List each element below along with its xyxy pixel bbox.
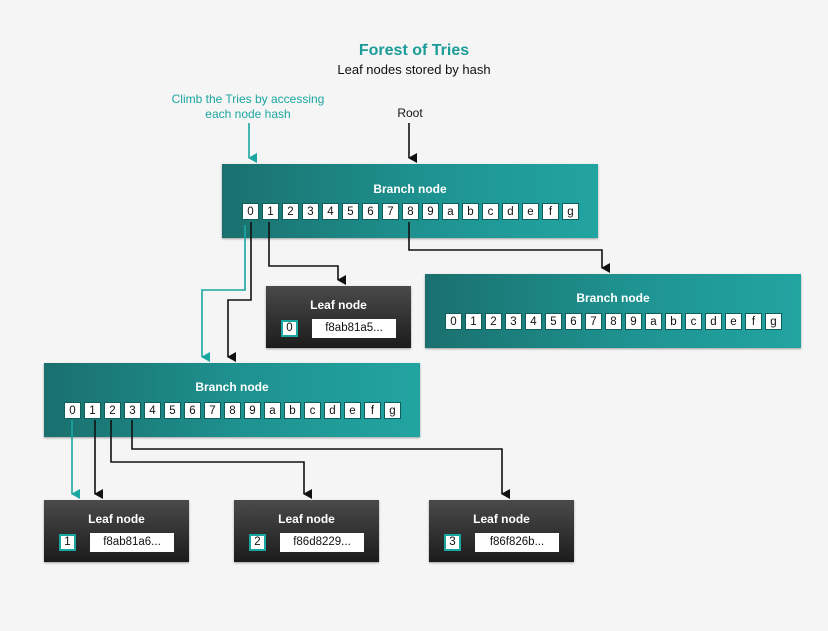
- leaf-node-hash: f86f826b...: [475, 533, 559, 552]
- branch-cell-0: 0: [445, 313, 462, 330]
- root-annotation: Root: [397, 106, 423, 120]
- branch-cell-7: 7: [382, 203, 399, 220]
- leaf-node-2: Leaf node 2 f86d8229...: [234, 500, 379, 562]
- branch-cell-0: 0: [64, 402, 81, 419]
- edge-top-8-to-right-branch: [408, 222, 610, 273]
- leaf-node-key: 2: [249, 534, 266, 551]
- branch-cell-9: 9: [422, 203, 439, 220]
- leaf-node-title: Leaf node: [278, 512, 335, 526]
- branch-cell-f: f: [542, 203, 559, 220]
- branch-cell-e: e: [522, 203, 539, 220]
- branch-cell-1: 1: [262, 203, 279, 220]
- branch-cell-a: a: [442, 203, 459, 220]
- branch-cell-9: 9: [625, 313, 642, 330]
- diagram-subtitle: Leaf nodes stored by hash: [337, 62, 491, 77]
- branch-cell-a: a: [645, 313, 662, 330]
- branch-cell-8: 8: [605, 313, 622, 330]
- leaf-node-title: Leaf node: [310, 298, 367, 312]
- leaf-node-key: 1: [59, 534, 76, 551]
- branch-cell-e: e: [725, 313, 742, 330]
- branch-cell-5: 5: [342, 203, 359, 220]
- branch-cell-c: c: [304, 402, 321, 419]
- edge-top-1-to-leaf-0: [268, 222, 346, 285]
- leaf-node-hash: f8ab81a6...: [90, 533, 174, 552]
- branch-cell-4: 4: [525, 313, 542, 330]
- branch-cell-a: a: [264, 402, 281, 419]
- branch-cell-5: 5: [164, 402, 181, 419]
- edge-left-3-to-leaf-3: [131, 420, 510, 499]
- branch-cell-b: b: [284, 402, 301, 419]
- branch-node-title: Branch node: [373, 182, 447, 196]
- branch-cell-4: 4: [322, 203, 339, 220]
- branch-cell-4: 4: [144, 402, 161, 419]
- branch-cell-f: f: [364, 402, 381, 419]
- leaf-node-title: Leaf node: [88, 512, 145, 526]
- branch-cell-6: 6: [184, 402, 201, 419]
- branch-cell-6: 6: [362, 203, 379, 220]
- branch-cell-g: g: [562, 203, 579, 220]
- leaf-node-hash: f86d8229...: [280, 533, 364, 552]
- branch-cell-2: 2: [485, 313, 502, 330]
- leaf-node-key: 3: [444, 534, 461, 551]
- leaf-node-3: Leaf node 3 f86f826b...: [429, 500, 574, 562]
- leaf-node-0: Leaf node 0 f8ab81a5...: [266, 286, 411, 348]
- branch-cell-e: e: [344, 402, 361, 419]
- branch-cell-2: 2: [104, 402, 121, 419]
- climb-path-1: [201, 225, 246, 362]
- branch-cell-g: g: [765, 313, 782, 330]
- branch-cell-1: 1: [465, 313, 482, 330]
- branch-cell-3: 3: [505, 313, 522, 330]
- branch-node-title: Branch node: [576, 291, 650, 305]
- branch-cell-9: 9: [244, 402, 261, 419]
- branch-cell-6: 6: [565, 313, 582, 330]
- branch-cell-c: c: [685, 313, 702, 330]
- leaf-node-title: Leaf node: [473, 512, 530, 526]
- leaf-node-key: 0: [281, 320, 298, 337]
- branch-cell-3: 3: [124, 402, 141, 419]
- branch-cell-d: d: [705, 313, 722, 330]
- branch-cell-0: 0: [242, 203, 259, 220]
- branch-cell-7: 7: [204, 402, 221, 419]
- branch-cell-b: b: [462, 203, 479, 220]
- climb-annotation: Climb the Tries by accessing each node h…: [171, 92, 325, 121]
- branch-cell-f: f: [745, 313, 762, 330]
- branch-cell-d: d: [502, 203, 519, 220]
- diagram-title: Forest of Tries: [358, 42, 470, 59]
- branch-cell-8: 8: [224, 402, 241, 419]
- branch-cell-g: g: [384, 402, 401, 419]
- branch-cell-b: b: [665, 313, 682, 330]
- edge-top-0-to-left-branch: [227, 222, 252, 362]
- leaf-node-1: Leaf node 1 f8ab81a6...: [44, 500, 189, 562]
- edge-left-2-to-leaf-2: [110, 420, 312, 499]
- branch-cell-3: 3: [302, 203, 319, 220]
- branch-cell-1: 1: [84, 402, 101, 419]
- branch-cell-c: c: [482, 203, 499, 220]
- branch-cell-2: 2: [282, 203, 299, 220]
- branch-cell-d: d: [324, 402, 341, 419]
- leaf-node-hash: f8ab81a5...: [312, 319, 396, 338]
- branch-cell-5: 5: [545, 313, 562, 330]
- branch-cell-7: 7: [585, 313, 602, 330]
- branch-node-title: Branch node: [195, 380, 269, 394]
- branch-cell-8: 8: [402, 203, 419, 220]
